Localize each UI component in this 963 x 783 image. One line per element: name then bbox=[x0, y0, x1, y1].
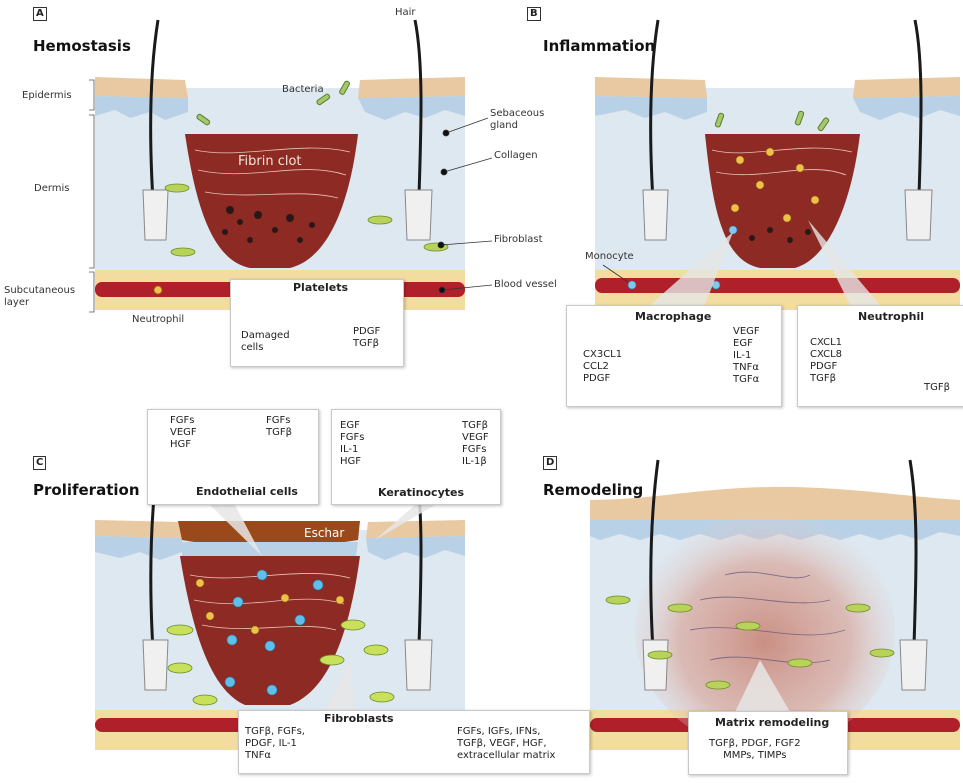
panel-a-epidermis-left bbox=[95, 77, 188, 98]
fibroblasts-box-right: FGFs, IGFs, IFNs, TGFβ, VEGF, HGF, extra… bbox=[457, 726, 555, 762]
eschar-label: Eschar bbox=[304, 527, 344, 541]
hair-label: Hair bbox=[395, 7, 416, 19]
macrophage-box-left: CX3CL1 CCL2 PDGF bbox=[583, 349, 622, 385]
panel-d-skin bbox=[590, 460, 960, 750]
endothelial-box-title: Endothelial cells bbox=[196, 486, 298, 499]
panel-a-id: A bbox=[33, 7, 47, 21]
panel-d-id: D bbox=[543, 456, 557, 470]
fibroblast-label: Fibroblast bbox=[494, 234, 543, 246]
panel-b-skin bbox=[595, 20, 960, 310]
matrix-remodeling-box-title: Matrix remodeling bbox=[715, 717, 829, 730]
platelets-box-right: PDGF TGFβ bbox=[353, 326, 380, 350]
panel-b-id: B bbox=[527, 7, 541, 21]
dermis-label: Dermis bbox=[34, 183, 70, 195]
subcutaneous-layer-label: Subcutaneous layer bbox=[4, 285, 75, 308]
neutrophil-label: Neutrophil bbox=[132, 314, 184, 326]
macrophage-box: Macrophage CX3CL1 CCL2 PDGF VEGF EGF IL-… bbox=[566, 305, 782, 407]
neutrophil-box-right: TGFβ bbox=[924, 382, 950, 394]
collagen-label: Collagen bbox=[494, 150, 538, 162]
keratinocytes-box: EGF FGFs IL-1 HGF TGFβ VEGF FGFs IL-1β K… bbox=[331, 409, 501, 505]
panel-a-follicle-left bbox=[143, 190, 168, 240]
neutrophil-box-title: Neutrophil bbox=[858, 311, 924, 324]
bacteria-label: Bacteria bbox=[282, 84, 324, 96]
matrix-remodeling-box-body: TGFβ, PDGF, FGF2 MMPs, TIMPs bbox=[709, 738, 801, 762]
panel-d-title: Remodeling bbox=[543, 482, 643, 499]
panel-c-id: C bbox=[33, 456, 46, 470]
monocyte-label: Monocyte bbox=[585, 251, 634, 263]
panel-a-epidermis-right bbox=[358, 77, 465, 98]
blood-vessel-label: Blood vessel bbox=[494, 279, 557, 291]
epidermis-label: Epidermis bbox=[22, 90, 72, 102]
panel-a-title: Hemostasis bbox=[33, 38, 131, 55]
endothelial-box-right: FGFs TGFβ bbox=[266, 415, 292, 439]
macrophage-box-right: VEGF EGF IL-1 TNFα TGFα bbox=[733, 326, 760, 386]
keratinocytes-box-left: EGF FGFs IL-1 HGF bbox=[340, 420, 364, 468]
endothelial-box-left: FGFs VEGF HGF bbox=[170, 415, 197, 451]
platelets-box-title: Platelets bbox=[293, 282, 348, 295]
sebaceous-gland-label: Sebaceous gland bbox=[490, 108, 544, 131]
panel-a-follicle-right bbox=[405, 190, 432, 240]
endothelial-box: FGFs VEGF HGF FGFs TGFβ Endothelial cell… bbox=[147, 409, 319, 505]
macrophage-box-title: Macrophage bbox=[635, 311, 711, 324]
neutrophil-box: Neutrophil CXCL1 CXCL8 PDGF TGFβ TGFβ bbox=[797, 305, 963, 407]
fibroblasts-box: Fibroblasts TGFβ, FGFs, PDGF, IL-1 TNFα … bbox=[238, 710, 590, 774]
matrix-remodeling-box: Matrix remodeling TGFβ, PDGF, FGF2 MMPs,… bbox=[688, 711, 848, 775]
neutrophil-box-left: CXCL1 CXCL8 PDGF TGFβ bbox=[810, 337, 842, 385]
fibroblasts-box-title: Fibroblasts bbox=[324, 713, 394, 726]
keratinocytes-box-right: TGFβ VEGF FGFs IL-1β bbox=[462, 420, 489, 468]
panel-a-layer-brackets bbox=[89, 80, 94, 312]
platelets-box-left: Damaged cells bbox=[241, 330, 290, 354]
fibrin-clot-label: Fibrin clot bbox=[238, 155, 302, 170]
keratinocytes-box-title: Keratinocytes bbox=[378, 487, 464, 500]
panel-b-title: Inflammation bbox=[543, 38, 655, 55]
platelets-box: Platelets Damaged cells PDGF TGFβ bbox=[230, 279, 404, 367]
fibroblasts-box-left: TGFβ, FGFs, PDGF, IL-1 TNFα bbox=[245, 726, 305, 762]
panel-c-title: Proliferation bbox=[33, 482, 140, 499]
